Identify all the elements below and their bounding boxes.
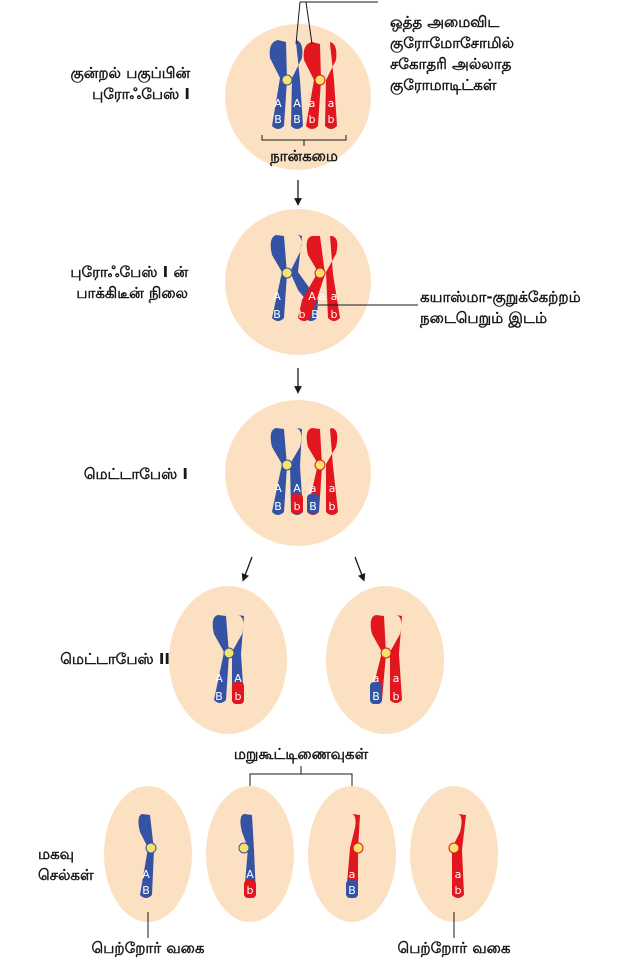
allele-b: b <box>309 113 316 126</box>
allele-b: b <box>393 690 400 703</box>
label-parental-left: பெற்றோர் வகை <box>91 939 205 957</box>
daughter-chromatid-4: a b <box>448 814 466 898</box>
allele-A: A <box>274 97 282 110</box>
arrow-3-right <box>354 556 366 582</box>
allele-a: a <box>309 97 316 110</box>
allele-a: a <box>373 672 380 685</box>
metaphase-II-right-chromosome: a B a b <box>370 615 402 704</box>
blue-chromatid-left <box>269 40 287 129</box>
label-line: கயாஸ்மா-குறுக்கேற்றம் <box>420 288 581 306</box>
allele-a: a <box>328 97 335 110</box>
daughter-chromatid-2: A b <box>238 814 256 898</box>
metaphase-I-chromosomes: A B A b a B a b <box>270 428 338 515</box>
allele-A: A <box>234 672 242 685</box>
allele-A: A <box>273 290 281 303</box>
allele-b: b <box>328 113 335 126</box>
allele-b: b <box>329 500 336 513</box>
daughter-chromatid-3: a B <box>346 814 364 898</box>
label-metaphase-I: மெட்டாபேஸ் I <box>83 465 188 483</box>
allele-a: a <box>455 868 462 881</box>
label-line: மகவு <box>38 845 75 863</box>
allele-A: A <box>293 482 301 495</box>
allele-b: b <box>331 308 338 321</box>
allele-A: A <box>308 290 316 303</box>
label-line: குன்றல் பகுப்பின் <box>70 64 190 82</box>
allele-a: a <box>393 672 400 685</box>
label-nonsister-chromatids: ஒத்த அமைவிட குரோமோசோமில் சகோதரி அல்லாத க… <box>390 12 514 96</box>
allele-a: a <box>319 290 326 303</box>
red-chromatid-left <box>303 42 321 129</box>
allele-B: B <box>311 308 319 321</box>
blue-chromatid-right <box>291 40 303 129</box>
allele-b: b <box>299 308 306 321</box>
pachytene-chromosomes: A B A b a B a b <box>270 234 340 321</box>
centromere <box>448 842 460 854</box>
centromere <box>314 267 326 279</box>
red-chromatid-right <box>325 42 337 129</box>
centromere <box>145 842 157 854</box>
allele-B: B <box>142 884 150 897</box>
allele-A: A <box>293 97 301 110</box>
prophase-I-chromosomes: A B A B a b a b <box>269 40 337 129</box>
allele-b: b <box>247 884 254 897</box>
label-line: புரோஃபேஸ் I ன் <box>70 263 188 281</box>
daughter-chromatid-1: A B <box>138 814 157 898</box>
centromere <box>281 267 293 279</box>
label-parental-right: பெற்றோர் வகை <box>397 939 511 957</box>
centromere <box>314 74 326 86</box>
centromere <box>314 459 326 471</box>
allele-a: a <box>329 482 336 495</box>
label-chiasma: கயாஸ்மா-குறுக்கேற்றம் நடைபெறும் இடம் <box>420 287 581 329</box>
allele-a: a <box>331 290 338 303</box>
label-line: சகோதரி அல்லாத <box>390 55 512 73</box>
allele-a: a <box>310 482 317 495</box>
allele-A: A <box>215 672 223 685</box>
centromere <box>223 647 235 659</box>
label-daughter-cells: மகவு செல்கள் <box>38 844 94 886</box>
recombinants-bracket <box>249 766 353 786</box>
allele-a: a <box>349 868 356 881</box>
centromere <box>380 647 392 659</box>
prophase-I-pointers <box>261 1 378 146</box>
arrow-3-left <box>241 556 253 582</box>
label-metaphase-II: மெட்டாபேஸ் II <box>60 650 170 668</box>
allele-A: A <box>246 868 254 881</box>
label-line: செல்கள் <box>38 866 94 884</box>
allele-B: B <box>372 690 380 703</box>
allele-A: A <box>274 482 282 495</box>
allele-B: B <box>215 690 223 703</box>
label-line: பாக்கிடீன் நிலை <box>76 284 188 302</box>
allele-B: B <box>273 308 281 321</box>
centromere <box>281 74 293 86</box>
label-line: புரோஃபேஸ் I <box>92 85 190 103</box>
centromere <box>352 842 364 854</box>
label-line: குரோமோசோமில் <box>390 34 515 52</box>
centromere <box>281 459 293 471</box>
label-line: ஒத்த அமைவிட <box>390 13 500 31</box>
label-pachytene: புரோஃபேஸ் I ன் பாக்கிடீன் நிலை <box>10 262 188 304</box>
label-tetrad: நான்கமை <box>270 147 338 165</box>
allele-b: b <box>455 884 462 897</box>
label-line: குரோமாடிட்கள் <box>390 76 497 94</box>
allele-A: A <box>142 868 150 881</box>
label-line: நடைபெறும் இடம் <box>420 309 548 327</box>
allele-B: B <box>348 884 356 897</box>
allele-B: B <box>274 500 282 513</box>
allele-B: B <box>274 113 282 126</box>
allele-b: b <box>294 500 301 513</box>
allele-B: B <box>309 500 317 513</box>
allele-b: b <box>235 690 242 703</box>
metaphase-II-left-chromosome: A B A b <box>212 615 244 704</box>
allele-B: B <box>293 113 301 126</box>
centromere <box>238 842 250 854</box>
label-prophase-I: குன்றல் பகுப்பின் புரோஃபேஸ் I <box>10 63 190 105</box>
label-recombinants: மறுகூட்டிணைவுகள் <box>233 745 369 763</box>
